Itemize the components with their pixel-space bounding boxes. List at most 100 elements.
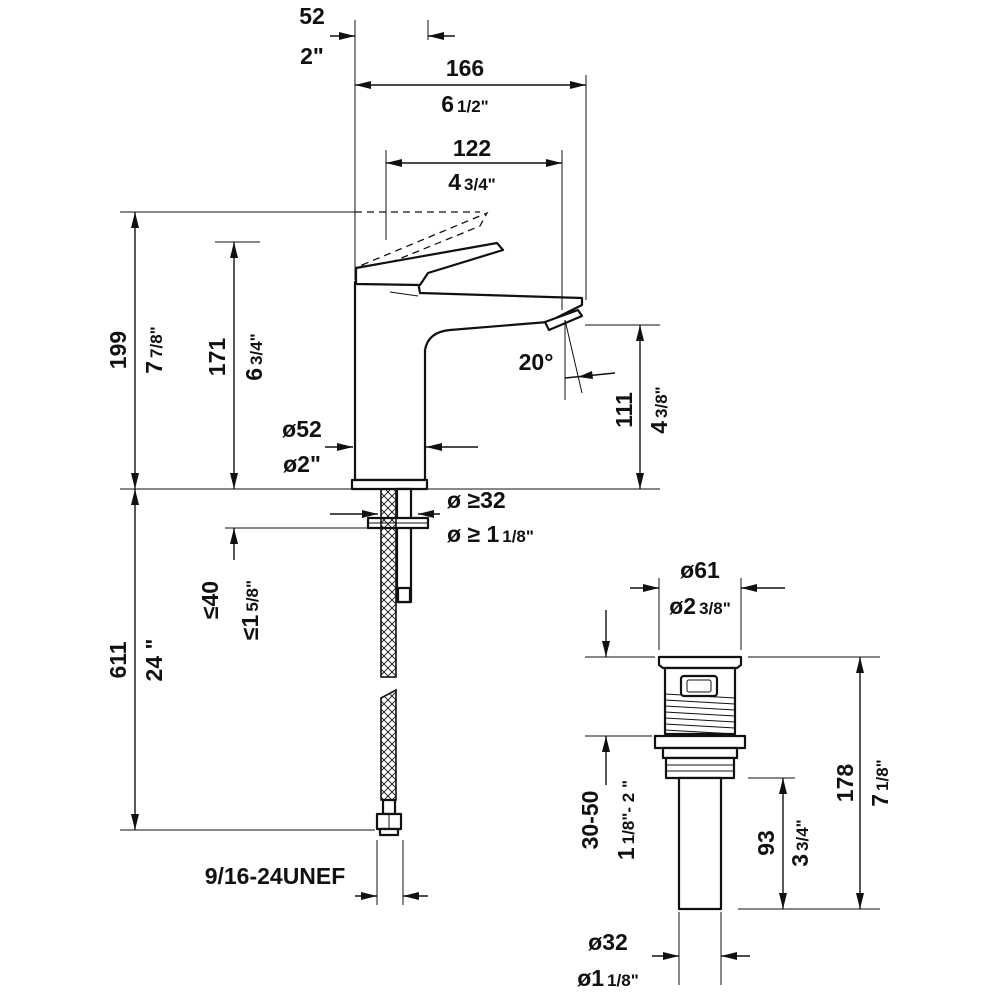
arrowhead xyxy=(230,528,238,544)
arrowhead xyxy=(339,32,355,40)
label-total-projection-mm: 166 xyxy=(446,55,484,81)
label-lever-height-in: 7 7/8" xyxy=(141,326,167,374)
drain-overflow-slot-inner xyxy=(686,679,712,693)
drain-tailpiece xyxy=(677,776,723,911)
arrowhead xyxy=(546,159,562,167)
arrowhead xyxy=(355,81,371,89)
label-base-diameter-mm: ø52 xyxy=(282,416,322,442)
arrowhead xyxy=(636,325,644,341)
arrowhead xyxy=(131,212,139,228)
shank-nut xyxy=(396,586,412,604)
mounting-shank xyxy=(395,487,413,604)
label-total-projection-in-frac: 1/2" xyxy=(457,97,489,116)
label-total-length-in: 7 1/8" xyxy=(867,759,893,807)
label-body-height-in: 6 3/4" xyxy=(241,333,267,381)
arrowhead xyxy=(856,893,864,909)
label-tailpiece-length-in-whole: 3 xyxy=(787,854,813,867)
label-spout-base-offset-in: 2" xyxy=(300,43,324,69)
arrowhead xyxy=(131,814,139,830)
label-tailpiece-length-mm: 93 xyxy=(753,830,779,856)
label-lever-height-in-whole: 7 xyxy=(141,361,167,374)
label-tailpiece-length-in-frac: 3/4" xyxy=(793,819,812,851)
label-flange-diameter-in-prefix: ø2 xyxy=(669,593,696,619)
label-clamp-range-mm: 30-50 xyxy=(577,791,603,850)
arrowhead xyxy=(230,242,238,258)
label-total-length-in-frac: 1/8" xyxy=(873,759,892,791)
arrowhead xyxy=(636,473,644,489)
label-deck-thickness-mm: ≤40 xyxy=(197,581,223,619)
supply-hose-upper xyxy=(380,488,397,678)
label-tailpiece-diameter-in-frac: 1/8" xyxy=(607,971,639,990)
arrowhead xyxy=(741,584,757,592)
label-spout-angle: 20° xyxy=(519,349,554,375)
arrowhead xyxy=(602,736,610,752)
arrowhead xyxy=(418,510,434,518)
lever-slot xyxy=(389,291,419,297)
ext-line-angle xyxy=(564,319,583,394)
label-deck-thickness-in-frac: 5/8" xyxy=(243,580,262,612)
faucet-base-plate xyxy=(350,478,429,491)
label-deck-thickness-in-whole: ≤1 xyxy=(237,614,263,640)
label-hose-length-in: 24 " xyxy=(141,639,167,682)
label-connection-thread: 9/16-24UNEF xyxy=(205,863,346,889)
label-total-length-in-whole: 7 xyxy=(867,794,893,807)
label-total-projection-in-whole: 6 xyxy=(441,91,454,117)
label-outlet-height-mm: 111 xyxy=(611,392,637,428)
label-base-diameter-in: ø2" xyxy=(283,451,321,477)
arrowhead xyxy=(779,778,787,794)
label-hole-diameter-mm: ø ≥32 xyxy=(447,487,506,513)
arrowhead xyxy=(721,952,737,960)
label-lever-height-mm: 199 xyxy=(105,331,131,369)
drain-lower-thread xyxy=(664,756,736,780)
arrowhead xyxy=(362,510,378,518)
label-total-length-mm: 178 xyxy=(832,764,858,803)
label-lever-height-in-frac: 7/8" xyxy=(147,326,166,358)
hose-connector-thread xyxy=(378,827,400,837)
arrowhead xyxy=(643,584,659,592)
arrowhead xyxy=(578,371,593,379)
faucet-body xyxy=(353,280,584,482)
label-spout-reach-in-whole: 4 xyxy=(448,169,461,195)
arrowhead xyxy=(386,159,402,167)
drain-clamp-nut xyxy=(653,734,747,750)
arrowhead xyxy=(663,952,679,960)
label-flange-diameter-mm: ø61 xyxy=(680,557,720,583)
arrowhead xyxy=(230,473,238,489)
label-outlet-height-in-whole: 4 xyxy=(646,421,672,434)
label-deck-thickness-in: ≤1 5/8" xyxy=(237,580,263,640)
label-flange-diameter-in-frac: 3/8" xyxy=(699,599,731,618)
drain-overflow-slot xyxy=(679,674,719,698)
arrowhead xyxy=(428,32,444,40)
label-clamp-range-in-frac: 1/8"- 2 " xyxy=(619,780,638,844)
label-hose-length-mm: 611 xyxy=(105,641,131,678)
label-spout-base-offset-mm: 52 xyxy=(299,3,325,29)
label-clamp-range-in: 1 1/8"- 2 " xyxy=(613,780,639,860)
label-clamp-range-in-whole: 1 xyxy=(613,847,639,860)
arrowhead xyxy=(361,892,377,900)
hose-connector-ferrule xyxy=(381,798,397,816)
arrowhead xyxy=(602,641,610,657)
label-hole-diameter-in-frac: 1/8" xyxy=(502,527,534,546)
arrowhead xyxy=(131,473,139,489)
arrowhead xyxy=(779,893,787,909)
faucet-lever xyxy=(354,241,505,287)
spout-aerator xyxy=(543,308,584,332)
label-tailpiece-length-in: 3 3/4" xyxy=(787,819,813,867)
label-spout-reach-in-frac: 3/4" xyxy=(464,175,496,194)
label-hole-diameter-in-prefix: ø ≥ 1 xyxy=(447,521,499,547)
label-spout-reach-mm: 122 xyxy=(453,135,491,161)
arrowhead xyxy=(337,443,353,451)
arrowhead xyxy=(570,81,586,89)
label-body-height-in-frac: 3/4" xyxy=(247,333,266,365)
label-outlet-height-in-frac: 3/8" xyxy=(652,386,671,418)
label-body-height-in-whole: 6 xyxy=(241,368,267,381)
arrowhead xyxy=(856,657,864,673)
arrowhead xyxy=(131,489,139,505)
supply-hose-lower xyxy=(380,688,397,801)
